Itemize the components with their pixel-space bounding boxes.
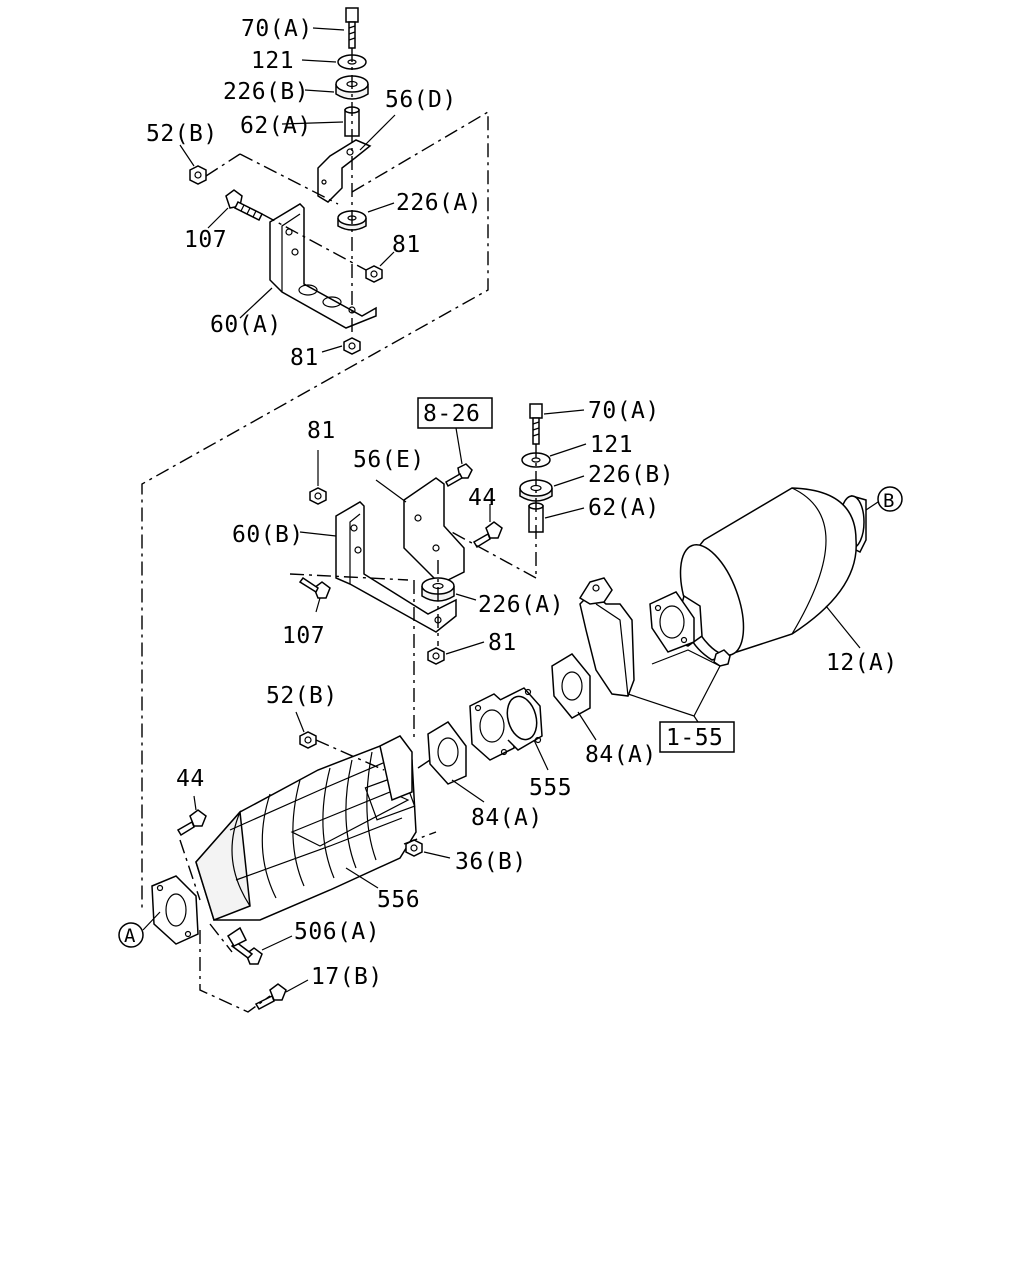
bracket-56e [403,477,465,585]
gasket-84a-left [427,721,467,785]
label-mid-44: 44 [468,485,497,511]
label-callout-b: B [883,490,895,512]
label-mid-107: 107 [282,623,325,649]
label-top-70a: 70(A) [241,16,313,42]
bolt-44-low [176,809,207,837]
bracket-60a [269,203,377,329]
bolt-70a-top [345,7,359,49]
washer-121-mid [521,452,551,468]
nut-1-55 [713,649,731,667]
label-top-62a: 62(A) [240,113,312,139]
label-mid-56e: 56(E) [353,447,425,473]
nut-52b-top [189,165,207,185]
callout-a [118,922,144,948]
label-low-52b: 52(B) [266,683,338,709]
label-mid-62a: 62(A) [588,495,660,521]
label-mid-121: 121 [590,432,633,458]
label-top-107: 107 [184,227,227,253]
nut-52b-low [299,731,317,749]
label-top-81a: 81 [392,232,421,258]
label-mid-226a: 226(A) [478,592,564,618]
bolt-107-top [225,189,264,222]
flex-joint-555 [469,687,543,761]
bolt-44-mid [472,521,503,549]
label-mid-81a: 81 [307,418,336,444]
bolt-506a [226,926,263,965]
ref-1-55[interactable] [659,721,735,753]
bolt-8-26 [445,463,473,488]
label-556: 556 [377,887,420,913]
label-84a-right: 84(A) [585,742,657,768]
muffler-12a [649,487,867,661]
label-84a-left: 84(A) [471,805,543,831]
label-mid-70a: 70(A) [588,398,660,424]
top-mount-assembly [179,7,396,355]
label-top-226b: 226(B) [223,79,309,105]
label-555: 555 [529,775,572,801]
bolt-107-mid [298,576,331,599]
label-top-226a: 226(A) [396,190,482,216]
callout-b [877,486,903,512]
bracket-60b [335,501,457,633]
label-top-121: 121 [251,48,294,74]
bolt-70a-mid [529,403,543,445]
label-mid-81b: 81 [488,630,517,656]
label-36b: 36(B) [455,849,527,875]
nut-81-mid-b [427,647,445,665]
label-506a: 506(A) [294,919,380,945]
label-ref-8-26[interactable]: 8-26 [423,401,480,427]
bush-226a-mid [421,577,455,602]
label-top-81b: 81 [290,345,319,371]
nut-81-top-a [365,265,383,283]
catalyzer-556 [151,735,417,945]
bush-226b-mid [519,479,553,502]
nut-81-top-b [343,337,361,355]
ref-8-26[interactable] [417,397,493,429]
bolt-17b [254,983,287,1010]
label-ref-1-55[interactable]: 1-55 [666,725,723,751]
label-12a: 12(A) [826,650,898,676]
nut-81-mid-a [309,487,327,505]
label-mid-60b: 60(B) [232,522,304,548]
label-top-60a: 60(A) [210,312,282,338]
label-low-44: 44 [176,766,205,792]
label-top-52b: 52(B) [146,121,218,147]
gasket-84a-right [551,653,591,719]
bracket-56d [317,139,372,203]
exhaust-elbow [578,577,635,697]
routing-line-top [141,110,489,910]
label-top-56d: 56(D) [385,87,457,113]
label-17b: 17(B) [311,964,383,990]
label-callout-a: A [124,925,136,947]
mid-mount-assembly [289,397,587,740]
label-mid-226b: 226(B) [588,462,674,488]
